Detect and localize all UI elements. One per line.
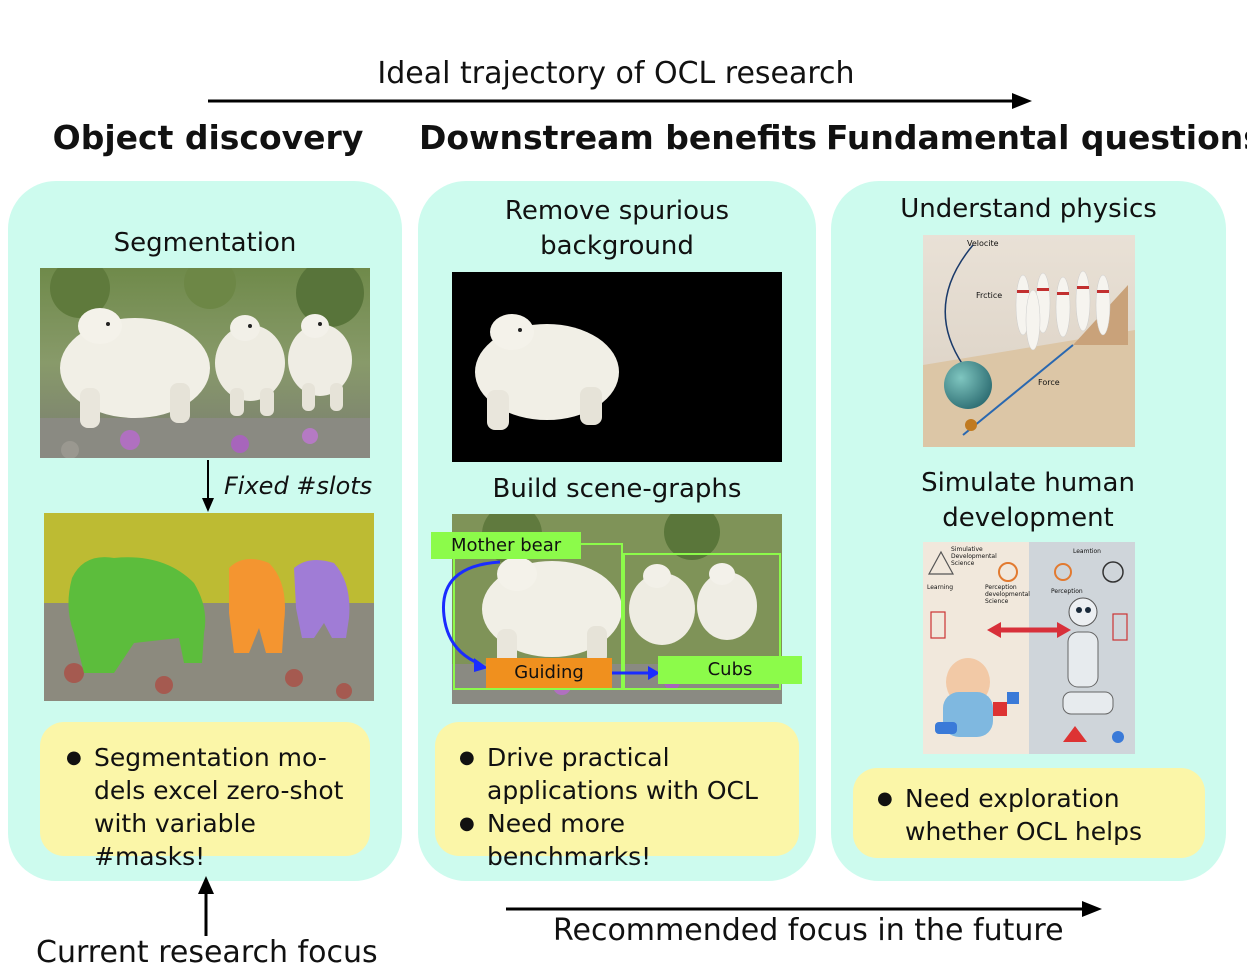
human-development-subtitle: Simulate human development bbox=[921, 468, 1135, 533]
note-item: Need exploration whether OCL helps bbox=[867, 782, 1193, 848]
fixed-slots-label: Fixed #slots bbox=[224, 472, 373, 500]
note-item: Drive practical applications with OCL bbox=[449, 741, 787, 807]
segmentation-mask-image bbox=[44, 513, 374, 701]
human-development-image: Simulative Developmental Science Learnin… bbox=[923, 542, 1135, 754]
current-focus-arrow bbox=[198, 876, 214, 936]
physics-subtitle: Understand physics bbox=[900, 194, 1157, 224]
segmentation-subtitle: Segmentation bbox=[113, 228, 297, 258]
top-title: Ideal trajectory of OCL research bbox=[377, 56, 855, 91]
column-title-object-discovery: Object discovery bbox=[52, 118, 364, 157]
current-research-focus: Current research focus bbox=[36, 935, 378, 970]
mother-bear-label: Mother bear bbox=[451, 535, 562, 556]
fixed-slots-arrow bbox=[202, 460, 214, 512]
cubs-arrow bbox=[612, 666, 660, 680]
simulative-label: Simulative Developmental Science bbox=[951, 546, 997, 567]
cubs-label: Cubs bbox=[707, 659, 753, 680]
recommended-focus-arrow bbox=[506, 901, 1102, 917]
background-removed-image bbox=[452, 272, 782, 462]
learning-label: Learning bbox=[927, 584, 954, 591]
guiding-label-box: Guiding bbox=[486, 658, 612, 688]
column-title-fundamental-questions: Fundamental questions bbox=[826, 118, 1247, 157]
velocite-label: Velocite bbox=[967, 239, 999, 248]
leamtion-label: Leamtion bbox=[1073, 548, 1101, 555]
guiding-label: Guiding bbox=[514, 662, 584, 683]
scene-graph-subtitle: Build scene-graphs bbox=[492, 474, 742, 504]
downstream-note: Drive practical applications with OCL Ne… bbox=[435, 722, 799, 871]
frctice-label: Frctice bbox=[976, 291, 1003, 300]
polar-bear-photo bbox=[40, 268, 370, 458]
guiding-arrow bbox=[441, 560, 501, 672]
physics-image: Velocite Frctice Force bbox=[923, 235, 1135, 447]
fundamental-note: Need exploration whether OCL helps bbox=[853, 768, 1205, 858]
recommended-focus-future: Recommended focus in the future bbox=[553, 913, 1064, 948]
note-item: Need more benchmarks! bbox=[449, 807, 787, 873]
column-title-downstream-benefits: Downstream benefits bbox=[418, 118, 817, 157]
perception-label: Perception bbox=[1051, 588, 1083, 595]
perception-dev-label: Perception developmental Science bbox=[985, 584, 1030, 605]
remove-background-subtitle: Remove spurious background bbox=[504, 196, 730, 261]
force-label: Force bbox=[1038, 378, 1060, 387]
note-item: Segmentation mo-dels excel zero-shot wit… bbox=[56, 741, 354, 873]
mother-bear-label-box: Mother bear bbox=[431, 532, 581, 559]
object-discovery-note: Segmentation mo-dels excel zero-shot wit… bbox=[40, 722, 370, 871]
trajectory-arrow bbox=[208, 93, 1032, 109]
cubs-label-box: Cubs bbox=[658, 656, 802, 684]
